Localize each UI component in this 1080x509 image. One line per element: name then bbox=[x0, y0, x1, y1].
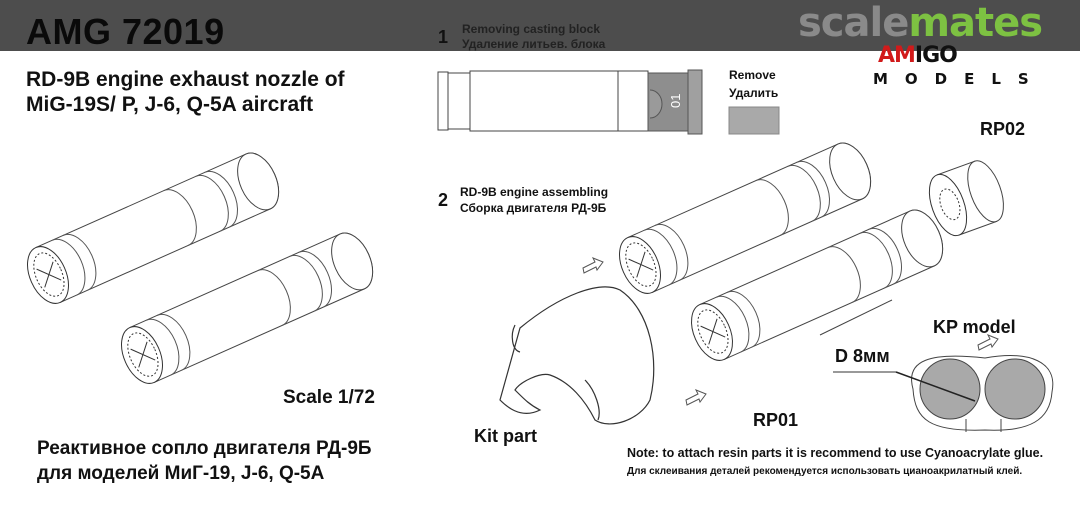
diameter-label: D 8мм bbox=[835, 346, 890, 366]
remove-block-swatch bbox=[728, 106, 780, 135]
russian-title-line-2: для моделей МиГ-19, J-6, Q-5A bbox=[37, 463, 325, 484]
kit-part-drawing bbox=[499, 286, 655, 425]
product-code: AMG 72019 bbox=[26, 11, 225, 52]
watermark-logo: scalemates bbox=[798, 0, 1043, 46]
rp01-label: RP01 bbox=[753, 410, 799, 430]
models-subtitle: MODELS bbox=[873, 70, 1046, 88]
kp-model-label: KP model bbox=[933, 317, 1016, 337]
amigo-logo: AMIGO bbox=[878, 43, 958, 68]
header-band bbox=[0, 0, 1080, 51]
step-1-number: 1 bbox=[438, 27, 449, 47]
scale-label: Scale 1/72 bbox=[283, 387, 375, 408]
note-en: Note: to attach resin parts it is recomm… bbox=[627, 446, 1044, 460]
kp-model-cross-section bbox=[819, 299, 1054, 432]
step-2-title-ru: Сборка двигателя РД-9Б bbox=[460, 201, 607, 215]
step-1-title-en: Removing casting block bbox=[462, 22, 601, 36]
title-line-2: MiG-19S/ P, J-6, Q-5A aircraft bbox=[26, 93, 314, 116]
kit-part-label: Kit part bbox=[474, 426, 537, 446]
step-2-number: 2 bbox=[438, 190, 449, 210]
remove-label-ru: Удалить bbox=[729, 86, 779, 100]
title-line-1: RD-9B engine exhaust nozzle of bbox=[26, 68, 345, 91]
rp02-label: RP02 bbox=[980, 119, 1026, 139]
note-ru: Для склеивания деталей рекомендуется исп… bbox=[627, 466, 1023, 477]
russian-title-line-1: Реактивное сопло двигателя РД-9Б bbox=[37, 438, 372, 459]
remove-label-en: Remove bbox=[729, 68, 776, 82]
casting-block-drawing bbox=[437, 69, 703, 135]
rp02-drawing bbox=[928, 160, 1004, 237]
part-number-01: 01 bbox=[668, 94, 683, 108]
assembly-arrows bbox=[582, 257, 999, 406]
step-1-title-ru: Удаление литьев. блока bbox=[462, 37, 606, 51]
step-2-title-en: RD-9B engine assembling bbox=[460, 185, 609, 199]
